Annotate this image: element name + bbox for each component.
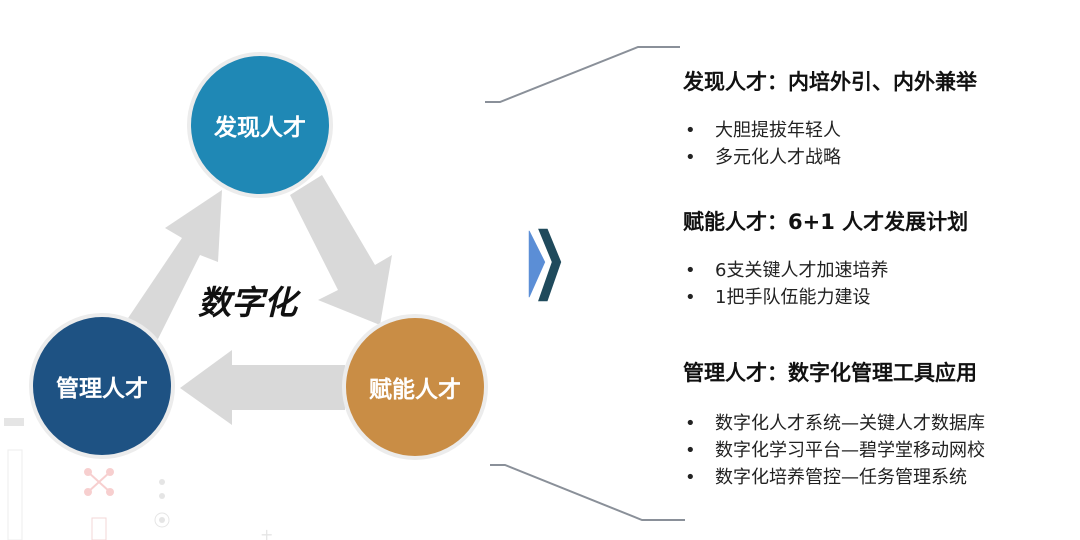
list-item: 1把手队伍能力建设	[683, 284, 888, 311]
node-empower-talent: 赋能人才	[342, 314, 488, 460]
section-bullets-manage: 数字化人才系统—关键人才数据库 数字化学习平台—碧学堂移动网校 数字化培养管控—…	[683, 410, 985, 491]
list-item: 数字化学习平台—碧学堂移动网校	[683, 437, 985, 464]
node-manage-talent: 管理人才	[29, 313, 175, 459]
arrow-discover-to-empower	[290, 175, 392, 325]
center-label: 数字化	[198, 283, 297, 322]
arrow-manage-to-discover	[120, 190, 222, 345]
decorative-icons: +	[4, 418, 273, 540]
section-heading-discover: 发现人才：内培外引、内外兼举	[683, 70, 977, 94]
bracket-line-bottom	[490, 464, 685, 521]
bracket-line-top	[485, 46, 680, 103]
node-discover-talent: 发现人才	[187, 52, 333, 198]
chevron-right-icon	[527, 227, 563, 303]
section-heading-empower: 赋能人才：6+1 人才发展计划	[683, 210, 969, 234]
arrow-empower-to-manage	[180, 350, 345, 425]
list-item: 大胆提拔年轻人	[683, 117, 841, 144]
section-bullets-discover: 大胆提拔年轻人 多元化人才战略	[683, 117, 841, 171]
list-item: 数字化培养管控—任务管理系统	[683, 464, 985, 491]
list-item: 6支关键人才加速培养	[683, 257, 888, 284]
section-bullets-empower: 6支关键人才加速培养 1把手队伍能力建设	[683, 257, 888, 311]
list-item: 多元化人才战略	[683, 144, 841, 171]
list-item: 数字化人才系统—关键人才数据库	[683, 410, 985, 437]
svg-text:+: +	[260, 525, 273, 540]
section-heading-manage: 管理人才：数字化管理工具应用	[683, 361, 977, 385]
